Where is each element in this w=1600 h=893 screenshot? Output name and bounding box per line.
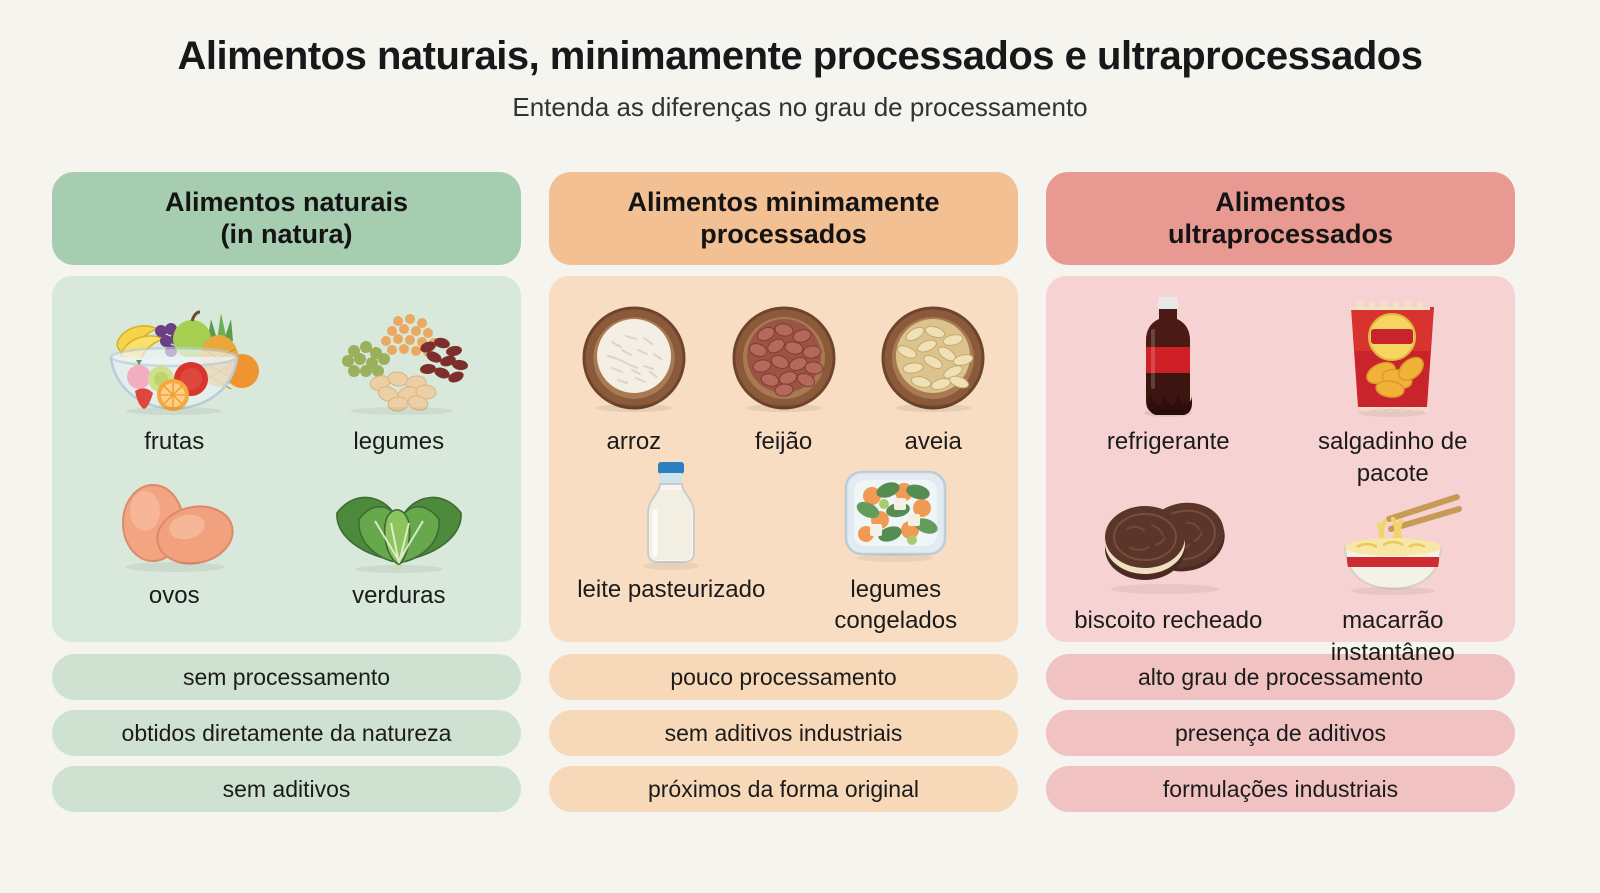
instant-noodles-icon — [1293, 489, 1493, 601]
food-item-macarrao-instantaneo: macarrão instantâneo — [1293, 489, 1493, 668]
header-line-2: ultraprocessados — [1167, 218, 1394, 249]
attribute-pills-ultraprocessados: alto grau de processamento presença de a… — [1046, 654, 1515, 812]
food-item-refrigerante: refrigerante — [1068, 294, 1268, 458]
comparison-columns: Alimentos naturais (in natura) — [52, 172, 1516, 812]
food-item-label: legumes — [353, 428, 445, 455]
milk-bottle-icon — [571, 458, 771, 570]
food-item-label: salgadinho de pacote — [1318, 428, 1468, 487]
item-row: frutas — [62, 294, 511, 464]
column-header-ultraprocessados-text: Alimentos ultraprocessados — [1168, 187, 1393, 251]
header-line-1: Alimentos — [1215, 186, 1346, 217]
food-item-feijao: feijão — [709, 294, 859, 458]
food-item-legumes: legumes — [299, 294, 499, 458]
column-body-ultraprocessados: refrigerante — [1046, 276, 1515, 666]
legumes-pile-icon — [299, 294, 499, 422]
column-alimentos-ultraprocessados: Alimentos ultraprocessados — [1046, 172, 1515, 812]
attribute-pill: sem aditivos industriais — [549, 710, 1018, 756]
food-item-frutas: frutas — [74, 294, 274, 458]
food-item-label: frutas — [144, 428, 205, 455]
food-item-label: legumes congelados — [834, 575, 958, 635]
food-item-label: macarrão instantâneo — [1330, 607, 1455, 667]
food-item-salgadinho-de-pacote: salgadinho de pacote — [1293, 294, 1493, 489]
frozen-vegetables-icon — [796, 458, 996, 570]
header-line-1: Alimentos minimamente — [627, 186, 940, 217]
oats-bowl-icon — [858, 294, 1008, 422]
food-item-label: aveia — [904, 428, 962, 455]
column-header-naturais-text: Alimentos naturais (in natura) — [165, 187, 408, 251]
item-row: biscoito recheado — [1056, 489, 1505, 668]
column-header-minimamente-processados: Alimentos minimamente processados — [549, 172, 1018, 265]
beans-bowl-icon — [709, 294, 859, 422]
soda-bottle-icon — [1068, 294, 1268, 422]
attribute-pill: obtidos diretamente da natureza — [52, 710, 521, 756]
attribute-pill: formulações industriais — [1046, 766, 1515, 812]
header-line-2: processados — [700, 218, 867, 249]
food-item-verduras: verduras — [299, 464, 499, 612]
column-alimentos-minimamente-processados: Alimentos minimamente processados — [549, 172, 1018, 812]
food-item-label: arroz — [606, 428, 662, 455]
item-row: refrigerante — [1056, 294, 1505, 489]
food-item-label: refrigerante — [1106, 428, 1230, 455]
item-row: leite pasteurizado — [559, 458, 1008, 637]
page-title: Alimentos naturais, minimamente processa… — [177, 34, 1423, 78]
sandwich-cookies-icon — [1068, 489, 1268, 601]
leafy-greens-icon — [299, 464, 499, 576]
eggs-icon — [74, 464, 274, 576]
food-item-ovos: ovos — [74, 464, 274, 612]
header-block: Alimentos naturais, minimamente processa… — [0, 0, 1600, 123]
food-item-legumes-congelados: legumes congelados — [796, 458, 996, 637]
column-header-minimamente-processados-text: Alimentos minimamente processados — [627, 187, 939, 251]
column-body-minimamente-processados: arroz — [549, 276, 1018, 642]
food-item-label: ovos — [148, 582, 200, 609]
food-item-leite-pasteurizado: leite pasteurizado — [571, 458, 771, 606]
column-body-naturais: frutas — [52, 276, 521, 642]
header-line-2: (in natura) — [220, 218, 353, 249]
attribute-pill: alto grau de processamento — [1046, 654, 1515, 700]
attribute-pill: sem processamento — [52, 654, 521, 700]
page-subtitle: Entenda as diferenças no grau de process… — [512, 92, 1088, 122]
column-header-ultraprocessados: Alimentos ultraprocessados — [1046, 172, 1515, 265]
food-item-biscoito-recheado: biscoito recheado — [1068, 489, 1268, 637]
fruit-bowl-icon — [74, 294, 274, 422]
food-item-arroz: arroz — [559, 294, 709, 458]
attribute-pill: presença de aditivos — [1046, 710, 1515, 756]
attribute-pill: próximos da forma original — [549, 766, 1018, 812]
item-row: ovos — [62, 464, 511, 634]
food-item-label: biscoito recheado — [1074, 607, 1263, 635]
attribute-pill: sem aditivos — [52, 766, 521, 812]
attribute-pills-naturais: sem processamento obtidos diretamente da… — [52, 654, 521, 812]
header-line-1: Alimentos naturais — [164, 186, 409, 217]
attribute-pills-minimamente-processados: pouco processamento sem aditivos industr… — [549, 654, 1018, 812]
attribute-pill: pouco processamento — [549, 654, 1018, 700]
food-item-label: feijão — [754, 428, 813, 455]
column-alimentos-naturais: Alimentos naturais (in natura) — [52, 172, 521, 812]
column-header-naturais: Alimentos naturais (in natura) — [52, 172, 521, 265]
rice-bowl-icon — [559, 294, 709, 422]
food-item-aveia: aveia — [858, 294, 1008, 458]
item-row: arroz — [559, 294, 1008, 458]
food-item-label: leite pasteurizado — [577, 575, 766, 603]
chips-bag-icon — [1293, 294, 1493, 422]
food-item-label: verduras — [352, 582, 446, 609]
